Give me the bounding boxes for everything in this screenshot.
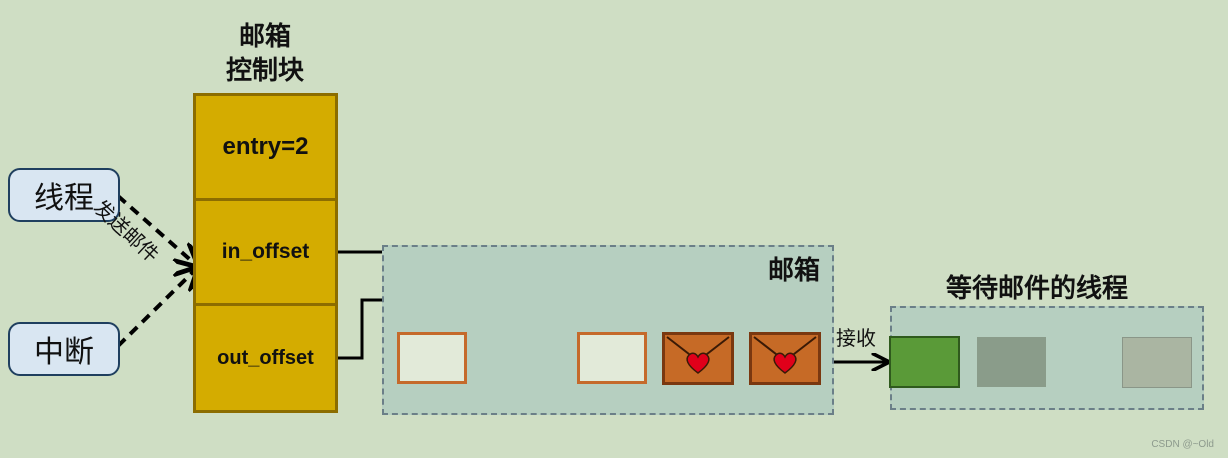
watermark: CSDN @~Old [1151,439,1214,450]
mail-slot-empty-2 [577,332,647,384]
mail-slot-full-2 [749,332,821,385]
control-block-title-line2: 控制块 [225,56,304,86]
entry-cell: entry=2 [196,96,335,201]
waiting-threads-title: 等待邮件的线程 [946,274,1129,304]
interrupt-label: 中断 [34,335,94,370]
control-block-title-line1: 邮箱 [238,22,291,52]
envelope-heart-icon [753,336,817,374]
in-offset-cell: in_offset [196,201,335,306]
interrupt-send-arrow [116,270,195,348]
control-block-title: 邮箱 控制块 [195,20,335,88]
thread-node: 线程 [8,168,120,222]
thread-label: 线程 [34,181,94,216]
waiting-thread-2 [977,337,1046,387]
control-block: entry=2 in_offset out_offset [193,93,338,413]
mail-slot-full-1 [662,332,734,385]
out-offset-cell: out_offset [217,346,314,369]
envelope-heart-icon [666,336,730,374]
waiting-thread-active [889,336,960,388]
receive-label: 接收 [836,326,876,350]
interrupt-node: 中断 [8,322,120,376]
mailbox-container [382,245,834,415]
waiting-thread-3 [1122,337,1192,388]
mail-slot-empty-1 [397,332,467,384]
mailbox-title: 邮箱 [768,256,821,286]
thread-send-arrow [116,194,195,264]
